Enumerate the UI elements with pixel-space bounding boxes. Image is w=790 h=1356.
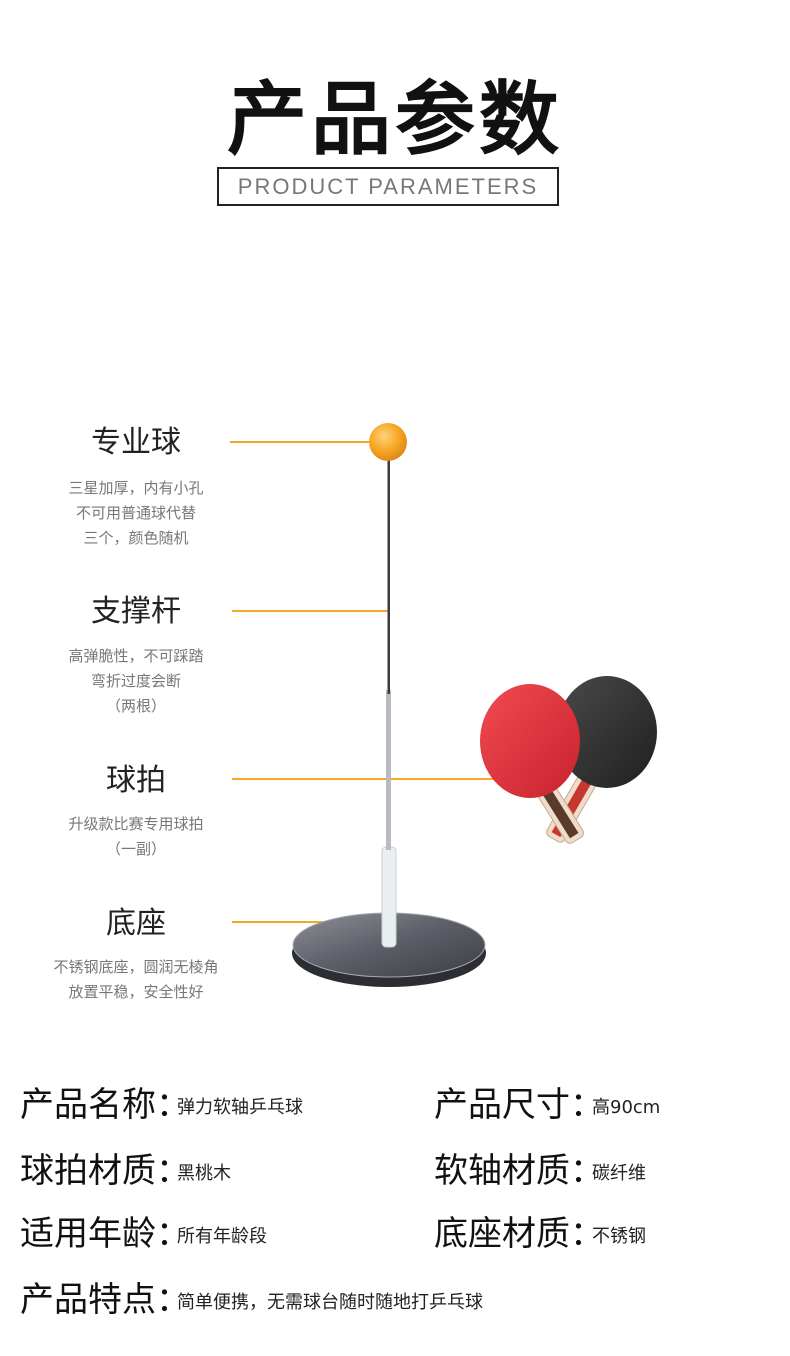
spec-paddle-material-value: 黑桃木 xyxy=(177,1163,231,1184)
spec-size-value: 高90cm xyxy=(592,1097,661,1118)
feature-base-leader-line xyxy=(232,921,338,923)
spec-age-value: 所有年龄段 xyxy=(177,1226,267,1247)
page-subtitle: PRODUCT PARAMETERS xyxy=(217,167,559,206)
feature-paddle-title: 球拍 xyxy=(106,763,166,798)
feature-base-desc-line: 放置平稳，安全性好 xyxy=(68,983,204,1001)
feature-base-title: 底座 xyxy=(106,906,166,941)
spec-feature-value: 简单便携，无需球台随时随地打乒乓球 xyxy=(177,1292,483,1313)
feature-paddle-desc-line: 升级款比赛专用球拍 xyxy=(68,815,204,833)
spec-size-label: 产品尺寸： xyxy=(434,1085,604,1125)
feature-rod-desc: 高弹脆性，不可踩踏 弯折过度会断 （两根） xyxy=(16,644,256,719)
ping-pong-ball xyxy=(369,423,407,461)
feature-rod-desc-line: 弯折过度会断 xyxy=(90,672,181,690)
spec-base-material-value: 不锈钢 xyxy=(592,1226,646,1247)
feature-ball-desc-line: 三个，颜色随机 xyxy=(83,529,189,547)
rod-holder xyxy=(381,846,397,948)
feature-paddle-leader-line xyxy=(232,778,508,780)
feature-ball-desc-line: 不可用普通球代替 xyxy=(75,504,196,522)
feature-paddle-desc-line: （一副） xyxy=(105,840,166,858)
page-title: 产品参数 xyxy=(227,73,563,166)
feature-rod-desc-line: （两根） xyxy=(105,697,166,715)
feature-ball-desc-line: 三星加厚，内有小孔 xyxy=(68,479,204,497)
spec-shaft-material-label: 软轴材质： xyxy=(434,1151,604,1191)
spec-name-label: 产品名称： xyxy=(20,1085,190,1125)
support-rod xyxy=(386,460,391,850)
paddles xyxy=(480,676,657,844)
feature-rod-title: 支撑杆 xyxy=(91,594,181,629)
feature-base-desc-line: 不锈钢底座，圆润无棱角 xyxy=(53,958,219,976)
product-illustration xyxy=(292,423,657,987)
feature-paddle-desc: 升级款比赛专用球拍 （一副） xyxy=(16,812,256,862)
feature-rod-leader-line xyxy=(232,610,388,612)
feature-ball-title: 专业球 xyxy=(91,425,181,460)
spec-base-material-label: 底座材质： xyxy=(434,1214,604,1254)
feature-rod-desc-line: 高弹脆性，不可踩踏 xyxy=(68,647,204,665)
spec-paddle-material-label: 球拍材质： xyxy=(20,1151,190,1191)
red-paddle xyxy=(480,684,584,844)
feature-ball-desc: 三星加厚，内有小孔 不可用普通球代替 三个，颜色随机 xyxy=(16,476,256,551)
spec-feature-label: 产品特点： xyxy=(20,1280,190,1320)
spec-age-label: 适用年龄： xyxy=(20,1214,190,1254)
spec-shaft-material-value: 碳纤维 xyxy=(592,1163,646,1184)
spec-name-value: 弹力软轴乒乓球 xyxy=(177,1097,303,1118)
feature-base-desc: 不锈钢底座，圆润无棱角 放置平稳，安全性好 xyxy=(16,955,256,1005)
feature-ball-leader-line xyxy=(230,441,373,443)
